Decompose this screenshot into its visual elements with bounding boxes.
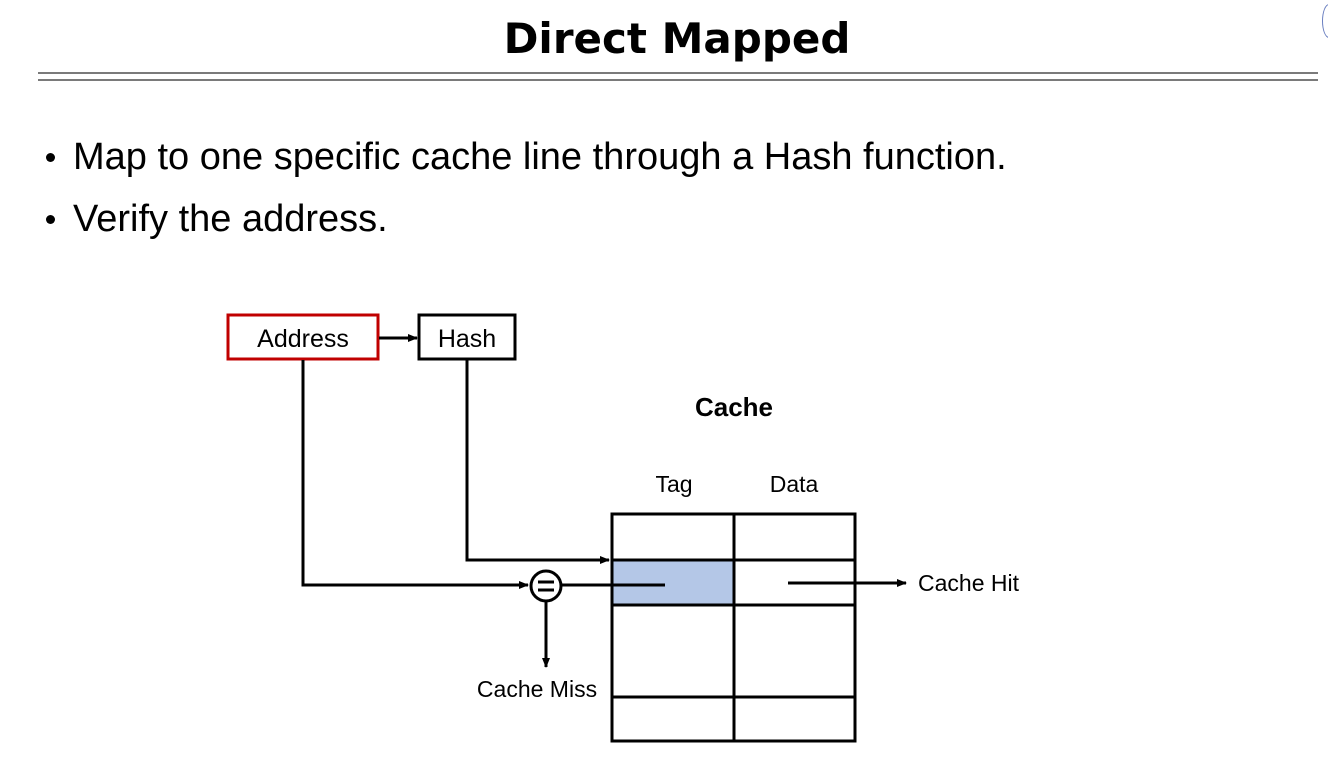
title-divider-top — [38, 72, 1318, 74]
bullet-item: Verify the address. — [46, 188, 1007, 250]
bullet-icon — [46, 214, 55, 224]
hash-box-border — [417, 313, 517, 361]
address-label: Address — [257, 325, 349, 353]
address-box: Address — [226, 313, 380, 361]
compare-node — [529, 569, 563, 603]
cache-title: Cache — [695, 392, 773, 422]
address-to-compare-arrow — [301, 360, 529, 589]
cache-hit-label: Cache Hit — [918, 570, 1020, 596]
slide-title: Direct Mapped — [503, 14, 851, 63]
bullet-item: Map to one specific cache line through a… — [46, 126, 1007, 188]
column-header-tag: Tag — [655, 471, 692, 497]
bullet-list: Map to one specific cache line through a… — [46, 126, 1007, 250]
highlighted-tag-cell — [612, 560, 734, 605]
compare-circle — [529, 569, 563, 603]
hash-label: Hash — [438, 325, 496, 353]
column-header-data: Data — [770, 471, 819, 497]
cache-miss-label: Cache Miss — [477, 676, 597, 702]
hash-to-cache-arrow — [465, 360, 610, 564]
title-divider-bottom — [38, 79, 1318, 81]
hash-box: Hash — [417, 313, 517, 361]
bullet-icon — [46, 152, 55, 162]
cache-table — [610, 512, 857, 743]
address-box-border — [226, 313, 380, 361]
